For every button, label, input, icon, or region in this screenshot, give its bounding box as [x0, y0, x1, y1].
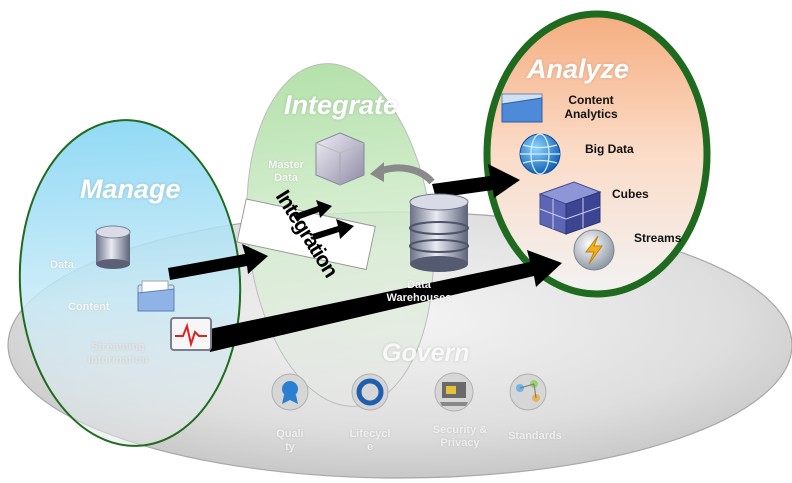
manage-item-data: Data — [50, 259, 74, 271]
lifecycle-line2: e — [366, 440, 374, 453]
database-icon — [95, 225, 131, 269]
analyze-title: Analyze — [527, 54, 630, 84]
security-line1: Security & — [432, 424, 488, 436]
data-line: Data — [407, 279, 431, 291]
master-data-label: Master Data — [264, 159, 308, 184]
govern-item-quality: Quali ty — [262, 428, 318, 453]
integrate-title: Integrate — [284, 90, 399, 120]
flow-arrows — [168, 164, 562, 352]
content-analytics-label: Content Analytics — [556, 93, 626, 122]
manage-item-content: Content — [68, 301, 110, 313]
master-data-line: Data — [274, 171, 298, 184]
folder-icon — [137, 280, 175, 312]
arrow-manage-to-integrate — [168, 244, 268, 280]
security-line2: Privacy — [440, 436, 480, 449]
govern-item-standards: Standards — [500, 430, 570, 443]
standards-icon — [509, 373, 547, 411]
quality-icon — [271, 373, 309, 411]
cubes-label: Cubes — [612, 187, 649, 201]
security-icon — [434, 372, 474, 412]
master-line: Master — [268, 159, 304, 171]
content-line: Content — [568, 93, 614, 107]
big-data-label: Big Data — [585, 142, 634, 156]
globe-icon — [519, 133, 561, 175]
information-line: Information — [87, 353, 149, 366]
arrow-integration-2 — [312, 219, 354, 240]
data-warehouses-label: Data Warehouses — [380, 279, 458, 304]
cube-icon — [315, 132, 365, 186]
standards-line1: Standards — [508, 430, 562, 442]
manage-ellipse — [18, 119, 242, 447]
cubes-icon — [538, 181, 602, 235]
manage-item-streaming: Streaming Information — [78, 341, 158, 366]
govern-item-security: Security & Privacy — [422, 424, 498, 449]
manage-title: Manage — [80, 174, 181, 204]
streams-icon — [573, 229, 615, 271]
monitor-icon — [170, 317, 212, 351]
quality-line2: ty — [285, 440, 295, 453]
warehouses-line: Warehouses — [386, 291, 452, 304]
lifecycle-line1: Lifecycl — [349, 428, 391, 440]
arrow-integrate-to-analyze — [432, 164, 520, 198]
quality-line1: Quali — [276, 428, 304, 440]
lifecycle-icon — [351, 373, 389, 411]
govern-title: Govern — [382, 339, 470, 367]
warehouse-icon — [409, 193, 469, 272]
analytics-line: Analytics — [564, 106, 618, 121]
streams-label: Streams — [634, 231, 682, 245]
arrow-integration-1 — [295, 200, 332, 220]
arrow-manage-to-analyze — [205, 250, 562, 352]
streaming-line: Streaming — [91, 341, 145, 353]
govern-item-lifecycle: Lifecycl e — [338, 428, 402, 453]
content-analytics-icon — [501, 93, 543, 123]
